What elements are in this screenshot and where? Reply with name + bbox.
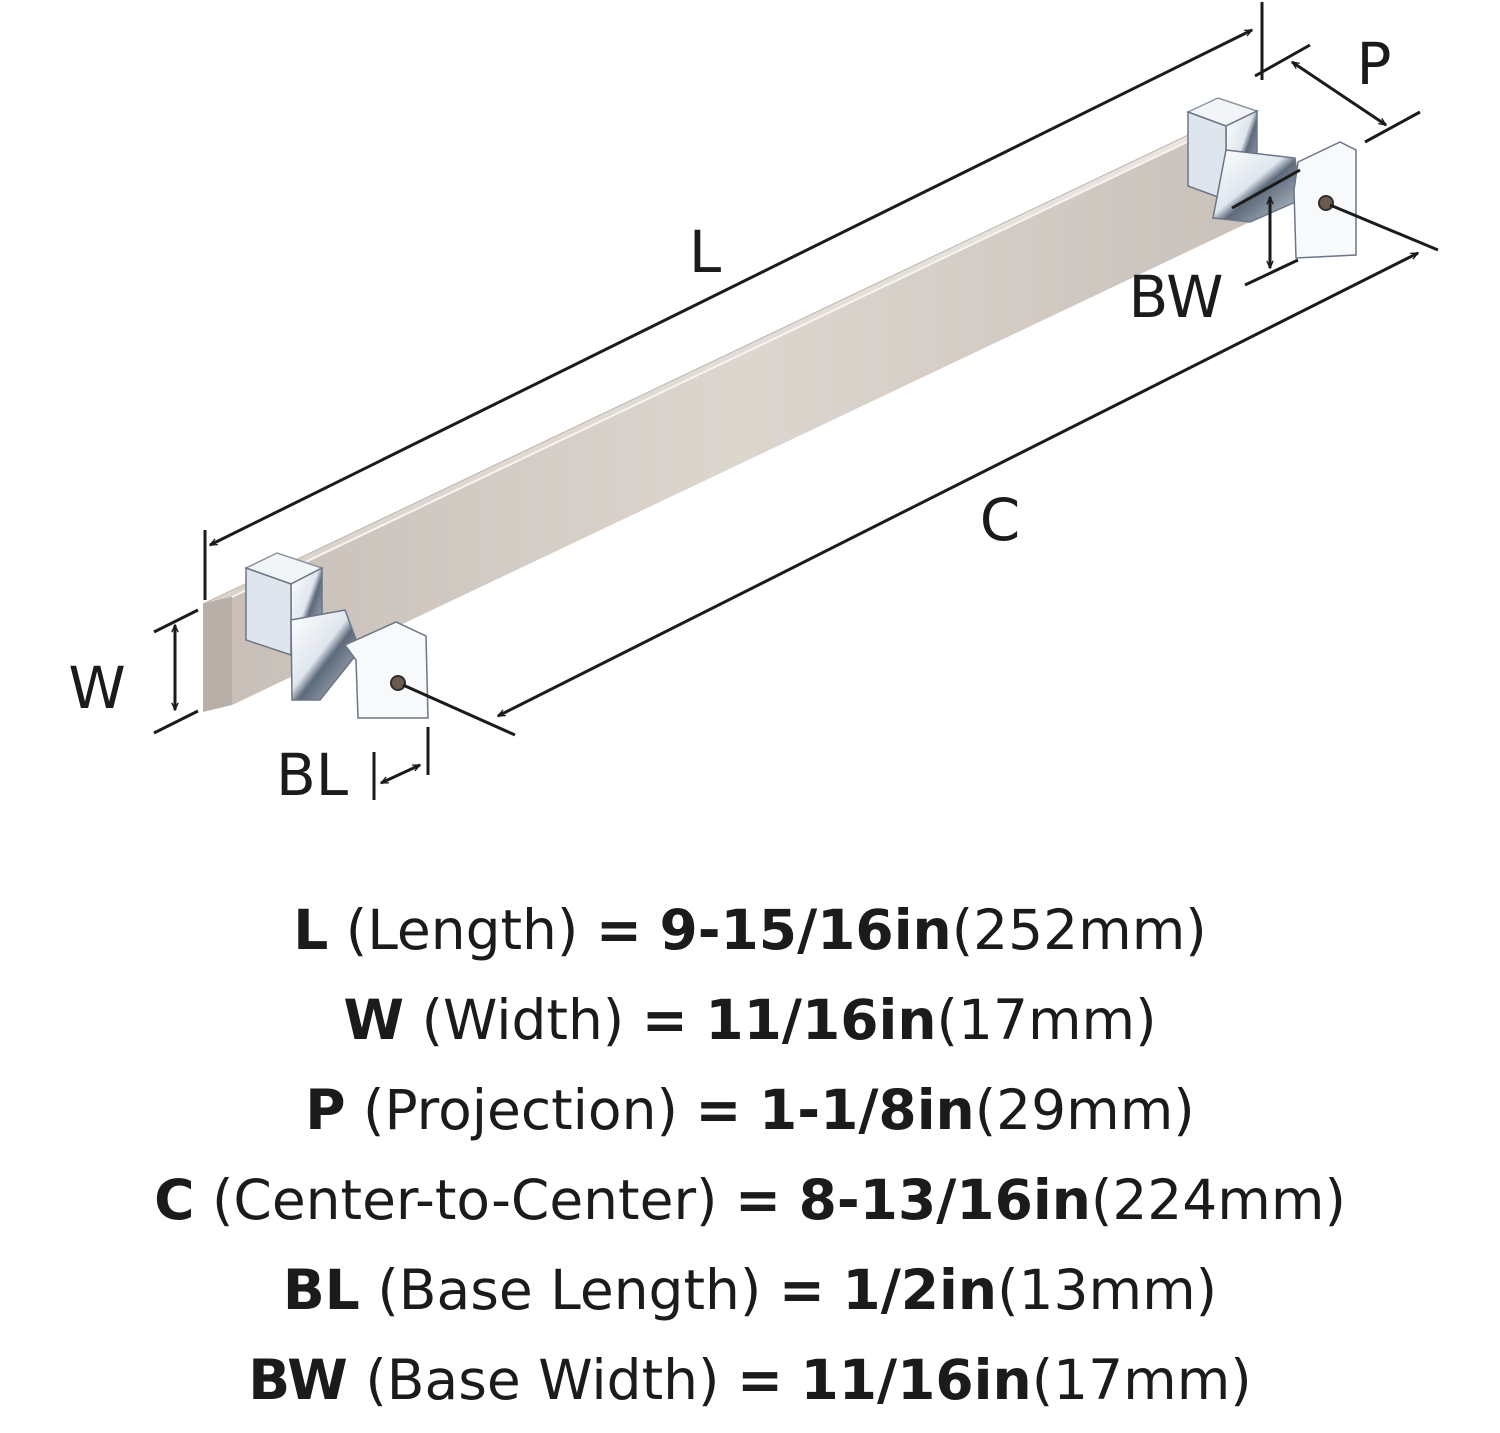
spec-key: L <box>293 898 329 962</box>
right-post-stem <box>1212 149 1301 223</box>
spec-imperial-value: 1-1/8in <box>758 1078 975 1142</box>
pull-bar <box>202 110 1253 712</box>
left-post-cap-side <box>245 566 292 657</box>
right-screw-hole-icon <box>1318 195 1334 211</box>
bar-highlight-edge <box>231 110 1253 598</box>
spec-imperial-value: 9-15/16in <box>659 898 952 962</box>
length-label: L <box>689 218 721 286</box>
dimension-base-length: BL <box>276 727 430 809</box>
spec-metric-value: (17mm) <box>1031 1348 1252 1412</box>
bar-end-face <box>203 597 232 712</box>
bar-front-face <box>232 111 1252 705</box>
spec-description: (Projection) <box>363 1078 678 1142</box>
spec-base-width: BW (Base Width) = 11/16in(17mm) <box>0 1335 1500 1425</box>
spec-metric-value: (13mm) <box>997 1258 1218 1322</box>
cabinet-pull-dimension-diagram: L C P BW W BL <box>68 2 1439 809</box>
spec-imperial-value: 8-13/16in <box>798 1168 1091 1232</box>
width-label: W <box>68 654 125 722</box>
dimension-width: W <box>68 608 199 735</box>
spec-equals: = <box>736 1348 784 1412</box>
spec-description: (Width) <box>421 988 625 1052</box>
spec-imperial-value: 11/16in <box>800 1348 1032 1412</box>
dimension-center-to-center: C <box>402 203 1439 737</box>
spec-projection: P (Projection) = 1-1/8in(29mm) <box>0 1065 1500 1155</box>
spec-metric-value: (29mm) <box>974 1078 1195 1142</box>
spec-description: (Center-to-Center) <box>211 1168 718 1232</box>
spec-equals: = <box>735 1168 782 1232</box>
spec-description: (Length) <box>345 898 579 962</box>
dimension-length: L <box>203 2 1264 600</box>
spec-base-length: BL (Base Length) = 1/2in(13mm) <box>0 1245 1500 1335</box>
spec-key: W <box>343 988 405 1052</box>
spec-imperial-value: 1/2in <box>842 1258 998 1322</box>
spec-key: C <box>154 1168 195 1232</box>
left-post <box>244 552 429 719</box>
center-to-center-label: C <box>980 486 1021 554</box>
dimension-base-width: BW <box>1128 168 1301 331</box>
spec-description: (Base Length) <box>377 1258 762 1322</box>
spec-width: W (Width) = 11/16in(17mm) <box>0 975 1500 1065</box>
spec-key: BL <box>282 1258 360 1322</box>
left-screw-hole-icon <box>390 675 406 691</box>
left-post-stem <box>290 609 361 701</box>
dimension-projection: P <box>1254 30 1421 144</box>
specification-list: L (Length) = 9-15/16in(252mm) W (Width) … <box>0 885 1500 1425</box>
spec-metric-value: (224mm) <box>1090 1168 1346 1232</box>
spec-equals: = <box>778 1258 825 1322</box>
spec-key: BW <box>248 1348 348 1412</box>
spec-metric-value: (17mm) <box>936 988 1157 1052</box>
spec-equals: = <box>695 1078 742 1142</box>
spec-equals: = <box>595 898 642 962</box>
spec-imperial-value: 11/16in <box>705 988 937 1052</box>
spec-length: L (Length) = 9-15/16in(252mm) <box>0 885 1500 975</box>
spec-description: (Base Width) <box>365 1348 720 1412</box>
projection-label: P <box>1357 30 1392 98</box>
left-base-plate <box>343 621 429 719</box>
spec-key: P <box>305 1078 346 1142</box>
base-length-label: BL <box>276 741 348 809</box>
spec-center-to-center: C (Center-to-Center) = 8-13/16in(224mm) <box>0 1155 1500 1245</box>
base-width-label: BW <box>1128 263 1223 331</box>
spec-metric-value: (252mm) <box>951 898 1207 962</box>
spec-equals: = <box>641 988 688 1052</box>
